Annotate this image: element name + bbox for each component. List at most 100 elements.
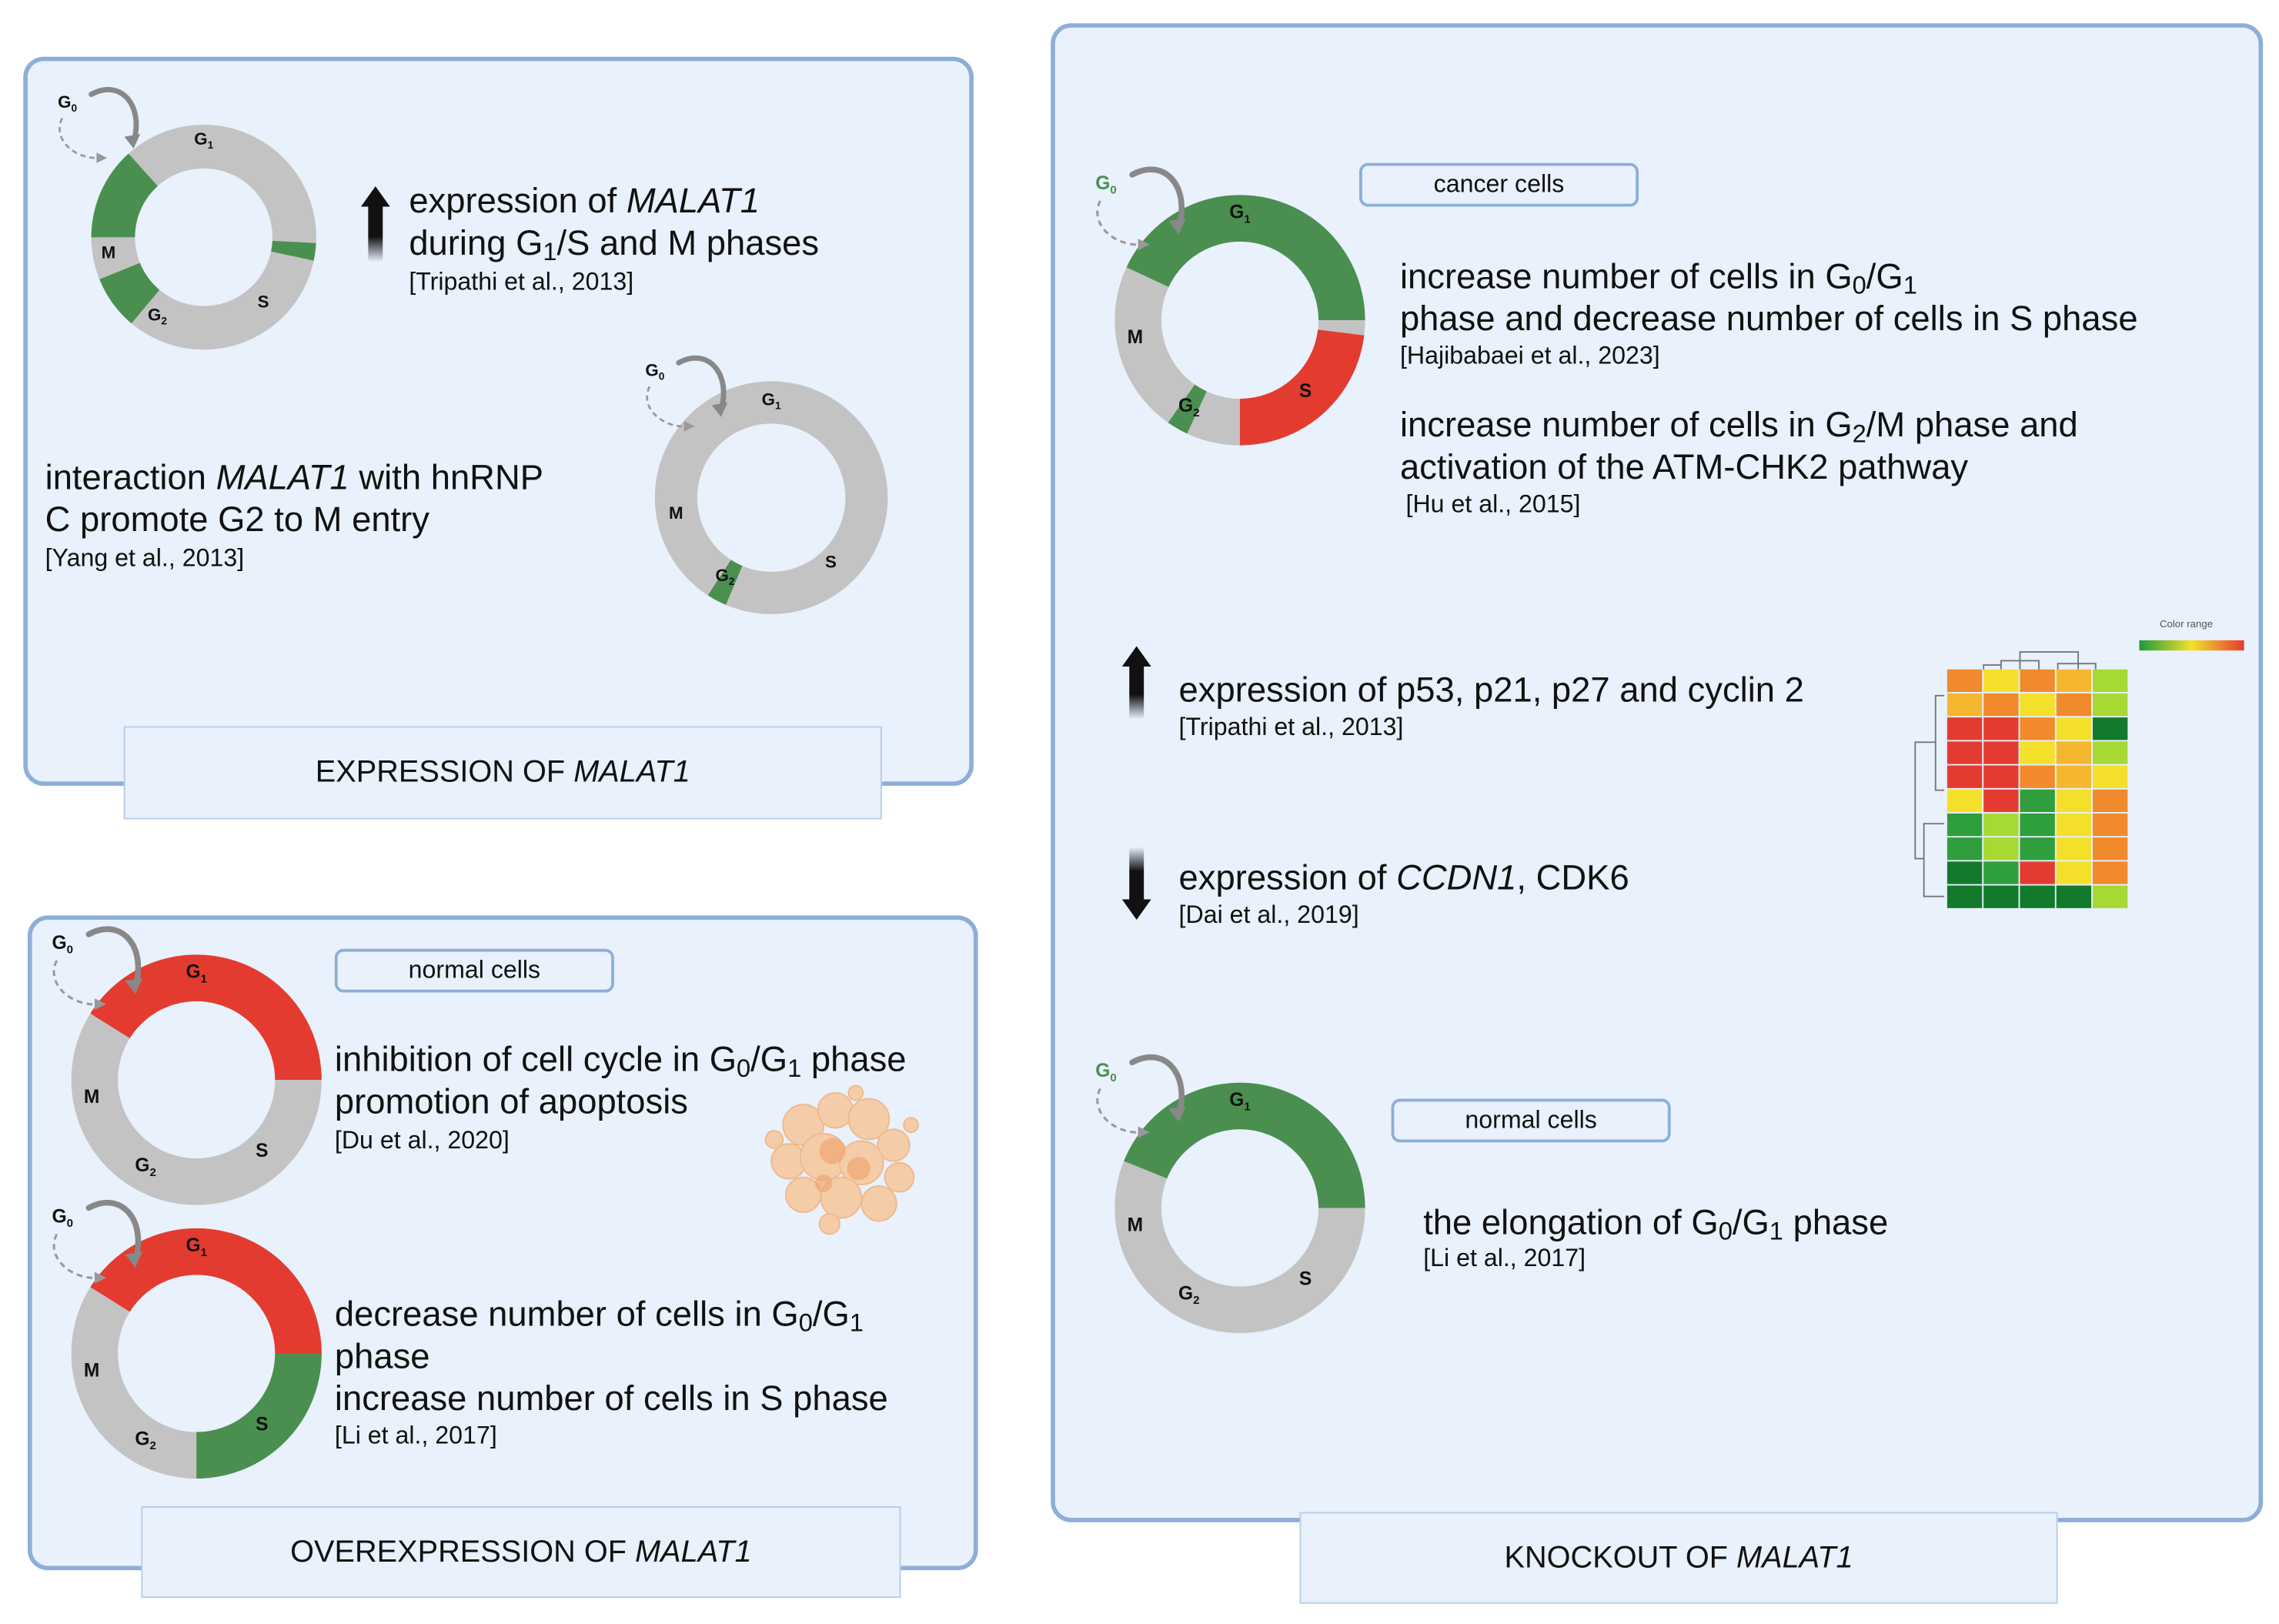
arrow-up-icon: [360, 186, 390, 262]
phase-label-m: M: [102, 243, 116, 262]
expression-item1-ref: [Tripathi et al., 2013]: [409, 267, 634, 296]
heatmap-cell: [1983, 669, 2019, 693]
g0-entry-arrowhead: [96, 152, 108, 163]
g0-entry-arrow: [52, 960, 101, 1006]
heatmap-cell: [1947, 741, 1983, 764]
overexpression-panel-title: OVEREXPRESSION OF MALAT1: [141, 1505, 901, 1599]
knockout-item3-ref: [Tripathi et al., 2013]: [1178, 713, 1404, 741]
heatmap-cell: [1947, 861, 1983, 884]
knockout-item5-line1: the elongation of G0/G1 phase: [1423, 1203, 1889, 1246]
g0-entry-arrowhead: [1138, 239, 1150, 251]
phase-label-g0: G0: [1095, 1061, 1117, 1084]
heatmap-cell: [2020, 693, 2055, 717]
knockout-tag-cancer-cells: cancer cells: [1359, 162, 1639, 207]
heatmap-cell: [2020, 885, 2055, 908]
heatmap-cell: [2056, 789, 2092, 813]
knockout-item1-line2: phase and decrease number of cells in S …: [1399, 299, 2138, 339]
phase-label-m: M: [84, 1087, 99, 1108]
overexpression-item2-ref: [Li et al., 2017]: [334, 1422, 497, 1450]
heatmap-cell: [2056, 717, 2092, 740]
heatmap-cell: [1983, 693, 2019, 717]
cycle-segment-green: [707, 560, 743, 605]
cycle-segment-red: [90, 954, 322, 1080]
heatmap-cells: [1947, 669, 2128, 908]
heatmap-cell: [2092, 669, 2128, 693]
expression-item2-line1: interaction MALAT1 with hnRNP: [45, 458, 544, 498]
g0-exit-arrowhead: [125, 977, 143, 994]
arrow-shaft: [1129, 847, 1145, 901]
knockout-item1-ref: [Hajibabaei et al., 2023]: [1399, 342, 1660, 370]
heatmap-cell: [1983, 789, 2019, 813]
heatmap-cell: [2092, 693, 2128, 717]
arrow-head: [1121, 899, 1151, 920]
g0-entry-arrow: [1096, 200, 1145, 246]
heatmap-cell: [2056, 885, 2092, 908]
cycle-segment-green: [99, 262, 160, 324]
g0-entry-arrowhead: [683, 420, 695, 432]
expression-panel-title: EXPRESSION OF MALAT1: [123, 726, 882, 820]
cycle-ring: [654, 381, 888, 614]
expression-item2-ref: [Yang et al., 2013]: [45, 544, 245, 573]
heatmap-cell: [2056, 765, 2092, 788]
g0-entry-arrow: [58, 117, 102, 159]
phase-label-s: S: [256, 1141, 268, 1161]
overexpression-item2-line2: phase: [334, 1337, 430, 1377]
overexpression-item1-line1: inhibition of cell cycle in G0/G1 phase: [334, 1040, 907, 1083]
heatmap-cell: [2020, 837, 2055, 860]
heatmap-cell: [1983, 741, 2019, 764]
g0-exit-arrow: [89, 87, 139, 145]
g0-entry-arrow: [646, 386, 690, 428]
heatmap-cell: [2056, 813, 2092, 837]
arrow-shaft: [368, 205, 383, 262]
heatmap-cell: [2056, 837, 2092, 860]
heatmap-cell: [1947, 765, 1983, 788]
g0-exit-arrowhead: [125, 1251, 143, 1268]
phase-label-m: M: [84, 1361, 99, 1382]
heatmap-cell: [1947, 885, 1983, 908]
heatmap-cell: [1983, 765, 2019, 788]
phase-label-m: M: [1128, 327, 1143, 348]
heatmap-cell: [2092, 717, 2128, 740]
knockout-item2-line1: increase number of cells in G2/M phase a…: [1399, 406, 2078, 448]
knockout-item2-ref: [Hu et al., 2015]: [1405, 490, 1581, 519]
cycle-segment-green: [1168, 384, 1207, 434]
heatmap-cell: [2020, 813, 2055, 837]
phase-label-s: S: [256, 1415, 268, 1435]
phase-label-s: S: [1299, 1269, 1312, 1290]
apoptotic-cell-icon: [764, 1084, 920, 1235]
knockout-item3-line1: expression of p53, p21, p27 and cyclin 2: [1178, 670, 1804, 710]
heatmap-cell: [1947, 789, 1983, 813]
g0-exit-arrowhead: [124, 134, 141, 149]
heatmap-cell: [2020, 717, 2055, 740]
phase-label-g0: G0: [52, 1206, 74, 1230]
heatmap-icon: [1914, 651, 2128, 908]
heatmap-cell: [2092, 765, 2128, 788]
heatmap-cell: [1983, 717, 2019, 740]
heatmap-cell: [1983, 861, 2019, 884]
heatmap-color-range-bar: [2139, 640, 2244, 651]
phase-label-g0: G0: [645, 361, 664, 383]
heatmap-cell: [2020, 789, 2055, 813]
overexpression-item1-ref: [Du et al., 2020]: [334, 1126, 510, 1155]
arrow-head: [1121, 646, 1151, 667]
cycle-segment-green: [91, 153, 158, 238]
g0-exit-arrow: [85, 1199, 142, 1264]
heatmap-cell: [2092, 813, 2128, 837]
g0-exit-arrow: [85, 926, 142, 990]
g0-exit-arrowhead: [1168, 1106, 1187, 1122]
heatmap-cell: [2020, 669, 2055, 693]
cycle-segment-green: [271, 240, 316, 261]
heatmap-cell: [1983, 885, 2019, 908]
knockout-item1-line1: increase number of cells in G0/G1: [1399, 257, 1917, 300]
heatmap-cell: [1983, 837, 2019, 860]
g0-entry-arrowhead: [1138, 1126, 1150, 1138]
arrow-head: [360, 186, 390, 207]
heatmap-cell: [1947, 813, 1983, 837]
arrow-down-icon: [1121, 847, 1151, 920]
g0-entry-arrowhead: [94, 1271, 107, 1284]
